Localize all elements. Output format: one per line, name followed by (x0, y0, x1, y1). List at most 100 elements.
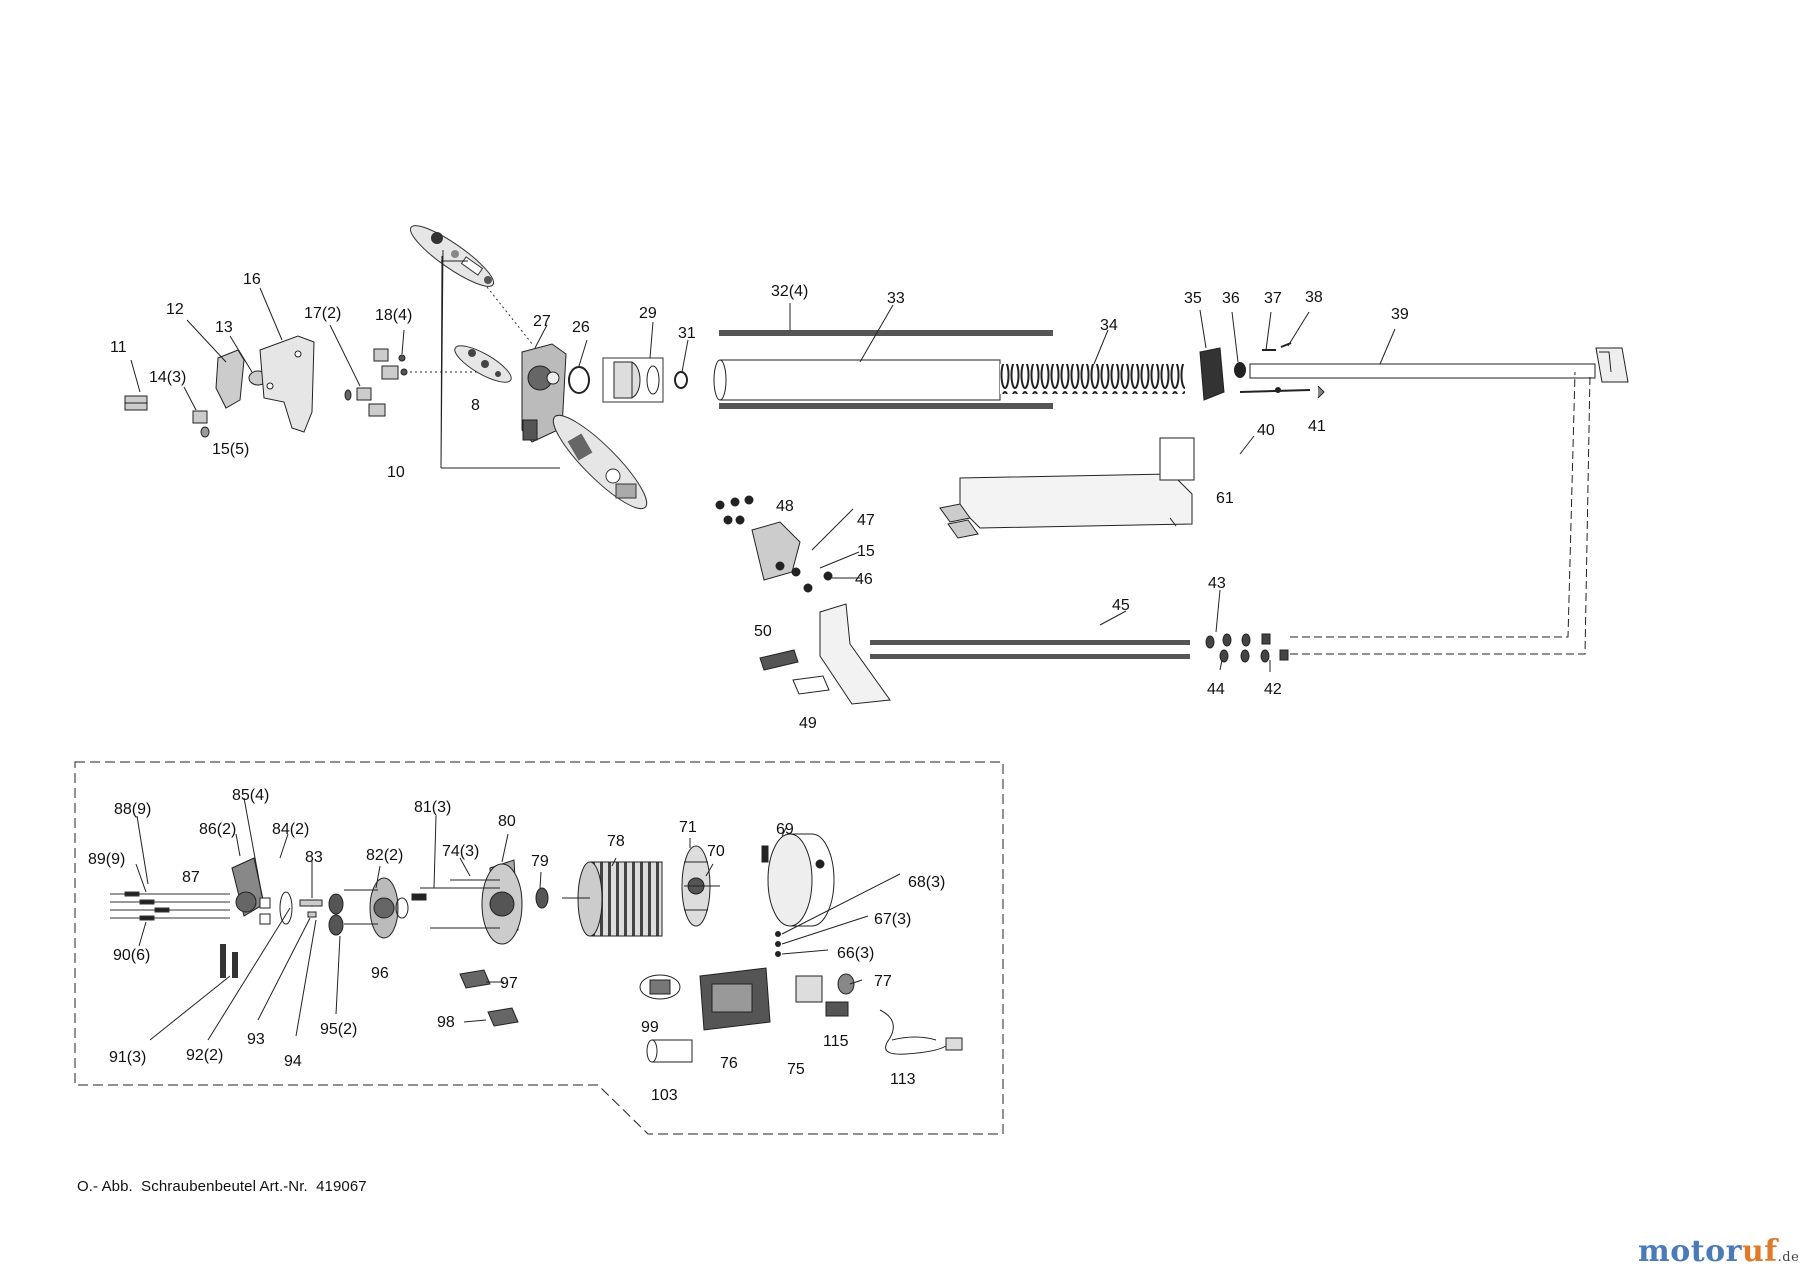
part-16-plate (259, 335, 315, 433)
parts-88-90-bolts (110, 891, 230, 921)
part-18-caps (373, 348, 408, 380)
label-50: 50 (754, 623, 772, 640)
part-15-washer (200, 426, 210, 438)
label-76: 76 (720, 1055, 738, 1072)
label-31: 31 (678, 325, 696, 342)
label-14: 14(3) (149, 369, 186, 386)
parts-83-95-shaft (299, 893, 344, 936)
part-76-terminal-box (699, 967, 771, 1031)
label-12: 12 (166, 301, 184, 318)
part-34-spring (1000, 364, 1185, 394)
leader-lines-upper (130, 287, 1396, 672)
label-99: 99 (641, 1019, 659, 1036)
label-83: 83 (305, 849, 323, 866)
label-77: 77 (874, 973, 892, 990)
label-47: 47 (857, 512, 875, 529)
leader-lines-lower (135, 797, 901, 1041)
label-44: 44 (1207, 681, 1225, 698)
label-34: 34 (1100, 317, 1118, 334)
label-46: 46 (855, 571, 873, 588)
label-15a: 15(5) (212, 441, 249, 458)
part-80-bearing-shield (411, 859, 523, 945)
part-48-bracket (715, 495, 833, 593)
label-84: 84(2) (272, 821, 309, 838)
label-15b: 15 (857, 543, 875, 560)
label-91: 91(3) (109, 1049, 146, 1066)
label-103: 103 (651, 1087, 678, 1104)
footer-note: O.- Abb. Schraubenbeutel Art.-Nr. 419067 (77, 1178, 371, 1195)
label-39: 39 (1391, 306, 1409, 323)
label-48: 48 (776, 498, 794, 515)
label-67: 67(3) (874, 911, 911, 928)
label-35: 35 (1184, 290, 1202, 307)
part-113-cable (879, 1009, 963, 1055)
part-49-plate (792, 675, 830, 695)
brand-uf: uf (1741, 1234, 1778, 1269)
label-79: 79 (531, 853, 549, 870)
label-49: 49 (799, 715, 817, 732)
valve-detail-upper (409, 225, 495, 287)
part-29-piston-box (602, 357, 664, 403)
label-89: 89(9) (88, 851, 125, 868)
label-92: 92(2) (186, 1047, 223, 1064)
part-26-oring (568, 366, 590, 394)
label-113: 113 (890, 1071, 916, 1088)
part-11-nut (124, 395, 148, 411)
footer-text: Schraubenbeutel Art.-Nr. (141, 1178, 308, 1195)
label-95: 95(2) (320, 1021, 357, 1038)
label-10: 10 (387, 464, 405, 481)
label-115: 115 (823, 1033, 849, 1050)
label-71: 71 (679, 819, 697, 836)
label-37: 37 (1264, 290, 1282, 307)
part-61-frame (939, 437, 1195, 539)
label-75: 75 (787, 1061, 805, 1078)
label-69: 69 (776, 821, 794, 838)
brand-logo: motoruf.de (1638, 1234, 1799, 1269)
label-86: 86(2) (199, 821, 236, 838)
label-80: 80 (498, 813, 516, 830)
label-61: 61 (1216, 490, 1234, 507)
brand-motor: motor (1638, 1234, 1742, 1269)
label-78: 78 (607, 833, 625, 850)
part-69-fan-cover (761, 833, 835, 927)
label-43: 43 (1208, 575, 1226, 592)
part-36-seal (1234, 362, 1246, 378)
part-40-bolt (1239, 389, 1311, 393)
part-35-end-block (1199, 347, 1225, 401)
parts-91-92-screws (220, 944, 238, 978)
part-50-pad (759, 649, 799, 671)
label-97: 97 (500, 975, 518, 992)
valve-detail-lower (552, 414, 648, 510)
label-98: 98 (437, 1014, 455, 1031)
label-29: 29 (639, 305, 657, 322)
label-45: 45 (1112, 597, 1130, 614)
parts-97-98-blocks (459, 969, 519, 1027)
parts-42-44-nuts (1205, 633, 1289, 663)
label-94: 94 (284, 1053, 302, 1070)
part-45-rods (819, 603, 1190, 705)
part-75-switch (795, 973, 855, 1003)
brand-tld: .de (1777, 1250, 1800, 1265)
label-68: 68(3) (908, 874, 945, 891)
label-17: 17(2) (304, 305, 341, 322)
label-81: 81(3) (414, 799, 451, 816)
valve-detail-middle (454, 345, 512, 383)
label-32: 32(4) (771, 283, 808, 300)
label-13: 13 (215, 319, 233, 336)
part-41-nut (1317, 385, 1325, 399)
part-17-fittings (344, 387, 386, 417)
part-14-nut (192, 410, 208, 424)
label-82: 82(2) (366, 847, 403, 864)
label-42: 42 (1264, 681, 1282, 698)
label-8: 8 (471, 397, 480, 414)
label-36: 36 (1222, 290, 1240, 307)
label-85: 85(4) (232, 787, 269, 804)
part-79-bearing (535, 887, 549, 909)
label-90: 90(6) (113, 947, 150, 964)
label-38: 38 (1305, 289, 1323, 306)
part-71-fan (681, 845, 720, 927)
part-39-push-ram (1249, 347, 1629, 383)
part-87-end-cap (231, 857, 265, 917)
